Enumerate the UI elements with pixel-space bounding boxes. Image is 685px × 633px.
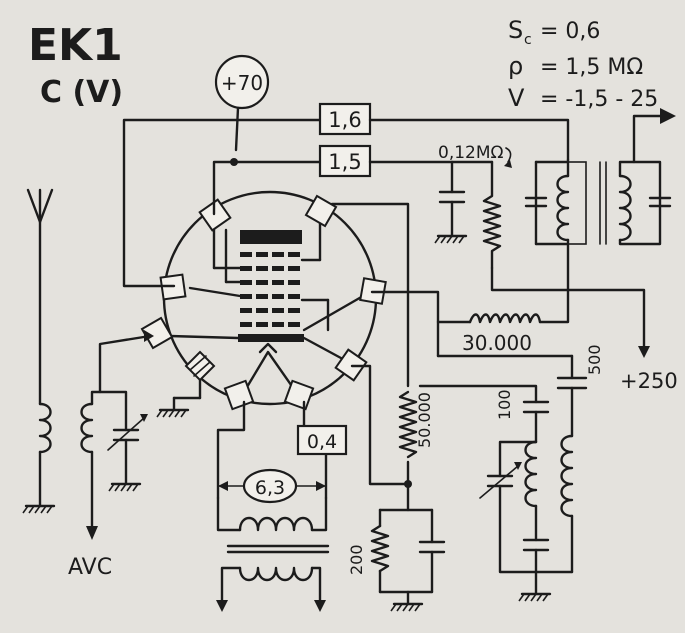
spec-sc: S c = 0,6 [508,16,600,48]
spec-rho: ρ = 1,5 MΩ [508,52,643,80]
pin-heater-2 [283,379,315,411]
pin-g3-g5 [198,198,232,232]
resistor-cathode-feed [398,390,418,459]
circle-g2-voltage [214,54,270,110]
spec-sc-value: = 0,6 [540,19,600,44]
spec-v-value: = -1,5 - 25 [540,87,658,112]
label-r-screen: 30.000 [462,331,532,355]
label-g1-voltage: 0,4 [307,431,337,453]
spec-sc-subscript: c [524,32,532,48]
pin-heater-1 [223,379,255,411]
heater-transformer-primary [238,516,314,532]
label-avc: AVC [68,555,112,580]
resistor-anode [482,160,502,270]
label-g2-voltage: +70 [221,71,263,95]
if-primary-coil [556,174,570,242]
tube-name: EK1 [28,20,123,71]
spec-v: V = -1,5 - 25 [508,84,658,112]
oscillator-coil [560,434,574,518]
tank-coil [524,440,538,508]
label-r-anode: 0,12MΩ [438,143,504,163]
label-g4-voltage: 1,6 [328,108,361,132]
heater-transformer-secondary [238,566,314,582]
box-g1-voltage [296,424,348,456]
wire-g3-g5 [212,160,322,216]
resistor-cathode [370,524,390,573]
label-r-cathode-feed: 50.000 [415,392,434,448]
anode-plate [240,230,302,244]
spec-v-symbol: V [508,84,525,112]
pin-anode [304,194,338,228]
cathode [238,334,304,342]
pin-shield [184,350,216,382]
pin-cathode [334,348,368,382]
label-b-plus: +250 [620,369,678,393]
label-g3-g5-voltage: 1,5 [328,150,361,174]
if-secondary-coil [618,174,632,242]
tube-type-code: C (V) [40,75,123,110]
output-arrow [660,108,676,124]
label-c-coupling: 500 [585,344,604,375]
spec-rho-symbol: ρ [508,52,523,80]
electrode-stack [238,230,304,394]
heater-filament [242,350,298,394]
label-r-cathode: 200 [347,544,366,575]
label-c-tank: 100 [495,389,514,420]
input-coil [80,402,94,454]
spec-sc-symbol: S [508,16,523,44]
wire-g4 [122,118,322,288]
spec-rho-value: = 1,5 MΩ [540,55,643,80]
antenna-coil [38,402,52,454]
heater-voltage-oval [242,468,298,504]
resistor-screen [468,313,542,324]
label-heater-voltage: 6,3 [255,477,285,499]
